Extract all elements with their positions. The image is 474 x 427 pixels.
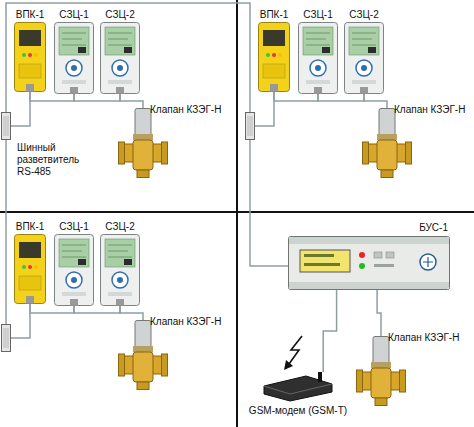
device-label: СЗЦ-1 — [303, 9, 332, 21]
device-label: ВПК-1 — [16, 9, 45, 21]
device-label: СЗЦ-2 — [105, 221, 134, 233]
gas-sensor-device-drawing — [54, 234, 94, 306]
gas-sensor-device-drawing — [100, 22, 140, 94]
gas-valve-drawing — [356, 336, 406, 406]
gas-valve: Клапан КЗЭГ-Н — [356, 336, 406, 406]
gas-sensor-device-drawing — [54, 22, 94, 94]
cable — [318, 94, 364, 101]
device-label: Клапан КЗЭГ-Н — [394, 104, 465, 116]
gas-sensor-device-drawing — [344, 22, 384, 94]
gas-sensor-device: СЗЦ-2 — [100, 234, 140, 306]
gsm-modem-drawing — [262, 372, 334, 402]
gas-sensor-device: СЗЦ-2 — [100, 22, 140, 94]
gas-valve: Клапан КЗЭГ-Н — [118, 320, 168, 390]
device-label: ВПК-1 — [260, 9, 289, 21]
cable — [323, 290, 336, 372]
gsm-modem: GSM-модем (GSM-T) — [262, 372, 334, 402]
cable — [120, 306, 143, 320]
sensor-cable — [255, 92, 274, 126]
cable — [11, 92, 30, 126]
sensor-cable — [11, 304, 30, 338]
cable — [364, 94, 387, 108]
bus-splitter: Шинный разветвитель RS-485 — [1, 112, 11, 140]
cable — [74, 306, 120, 313]
cable — [74, 94, 120, 101]
gas-sensor-device-drawing — [14, 234, 46, 304]
device-label: БУС-1 — [419, 222, 448, 234]
gas-sensor-device-drawing — [100, 234, 140, 306]
rs485-bus-line — [6, 3, 288, 352]
device-label: GSM-модем (GSM-T) — [249, 405, 347, 417]
gas-sensor-device: ВПК-1 — [14, 234, 46, 304]
device-label: СЗЦ-2 — [105, 9, 134, 21]
device-label: Клапан КЗЭГ-Н — [150, 104, 221, 116]
gas-valve-drawing — [118, 108, 168, 178]
gas-sensor-device: ВПК-1 — [14, 22, 46, 92]
device-label: ВПК-1 — [16, 221, 45, 233]
control-unit-drawing — [288, 236, 450, 290]
gas-valve: Клапан КЗЭГ-Н — [362, 108, 412, 178]
device-label: Шинный разветвитель RS-485 — [17, 142, 91, 178]
cable — [120, 94, 143, 108]
wireless-symbol — [284, 336, 302, 370]
gas-valve: Клапан КЗЭГ-Н — [118, 108, 168, 178]
gas-sensor-device: СЗЦ-2 — [344, 22, 384, 94]
cable — [377, 290, 381, 336]
gas-sensor-device: ВПК-1 — [258, 22, 290, 92]
device-label: Клапан КЗЭГ-Н — [388, 332, 459, 344]
gas-valve-drawing — [362, 108, 412, 178]
device-label: СЗЦ-1 — [59, 9, 88, 21]
gas-sensor-device-drawing — [298, 22, 338, 94]
gas-sensor-device: СЗЦ-1 — [298, 22, 338, 94]
gas-sensor-device-drawing — [258, 22, 290, 92]
device-label: СЗЦ-2 — [349, 9, 378, 21]
gas-sensor-device: СЗЦ-1 — [54, 22, 94, 94]
device-label: Клапан КЗЭГ-Н — [150, 316, 221, 328]
gas-sensor-device-drawing — [14, 22, 46, 92]
gas-valve-drawing — [118, 320, 168, 390]
bus-splitter-drawing — [1, 112, 11, 140]
quadrant-divider — [236, 0, 238, 427]
quadrant-divider — [0, 211, 474, 213]
bus-splitter — [2, 325, 11, 352]
gas-sensor-device: СЗЦ-1 — [54, 234, 94, 306]
control-unit: БУС-1 — [288, 236, 450, 290]
bus-splitter — [246, 113, 255, 140]
device-label: СЗЦ-1 — [59, 221, 88, 233]
